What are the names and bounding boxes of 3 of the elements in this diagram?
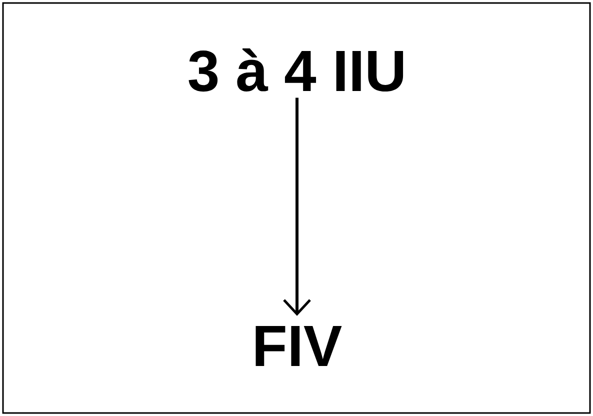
arrow bbox=[283, 98, 311, 316]
bold-text: FIV bbox=[256, 326, 342, 366]
bold-text: 3 à 4 IIU bbox=[188, 48, 404, 92]
